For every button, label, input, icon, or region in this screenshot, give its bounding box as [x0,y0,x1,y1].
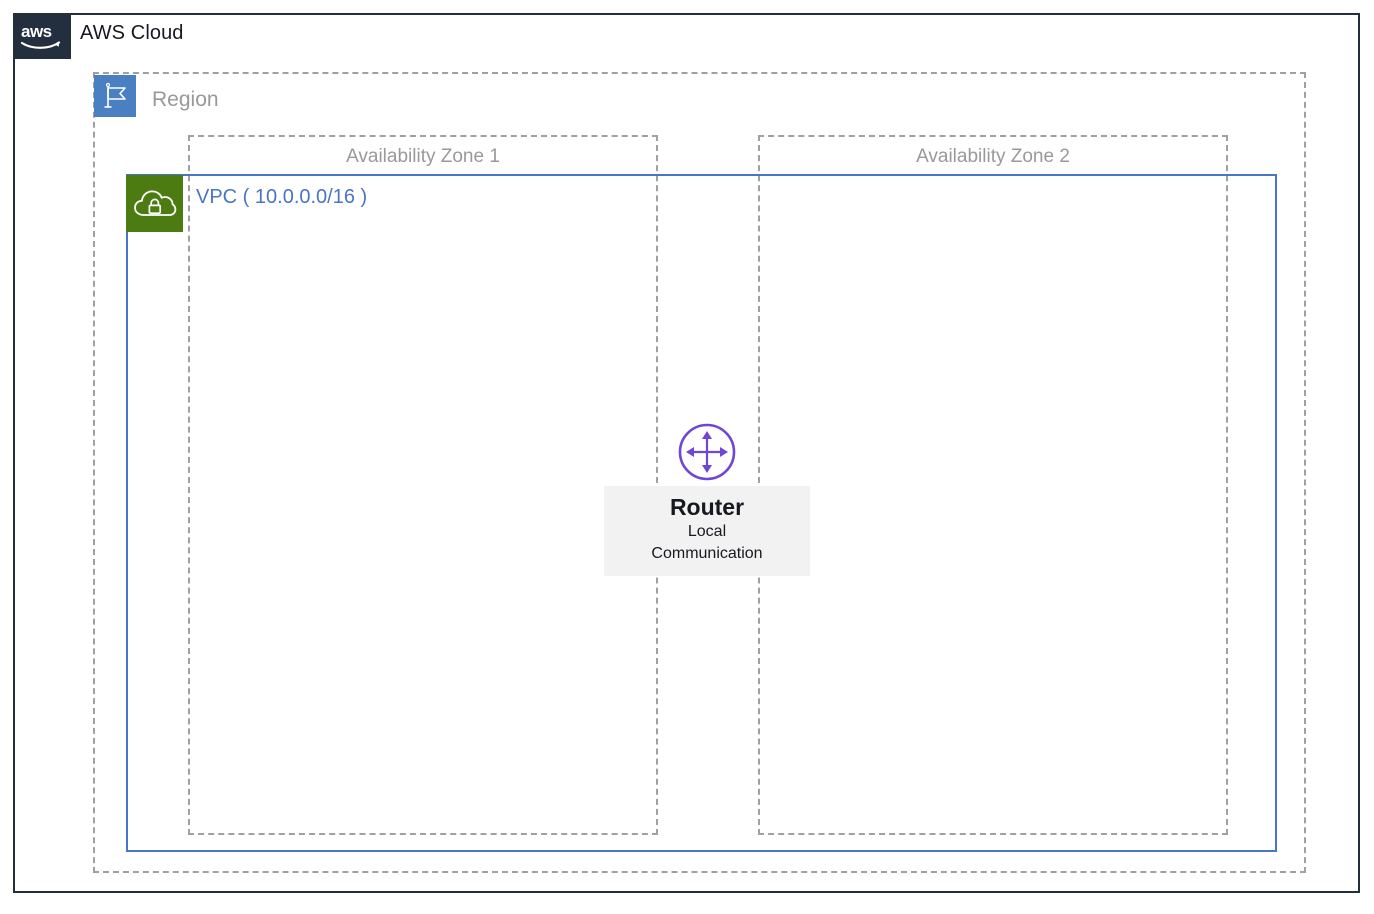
region-label: Region [152,88,219,111]
vpc-label: VPC ( 10.0.0.0/16 ) [196,186,368,208]
aws-cloud-label: AWS Cloud [80,22,184,44]
svg-text:aws: aws [21,22,52,41]
router-four-way-arrow-icon [677,422,737,482]
router-title: Router [669,494,745,520]
region-flag-icon [94,75,136,117]
availability-zone-2-label: Availability Zone 2 [916,146,1070,167]
aws-cloud-boundary [13,13,1360,893]
vpc-boundary [126,174,1277,852]
router-caption-box: Router Local Communication [604,486,810,576]
availability-zone-2-boundary [758,135,1228,835]
router-subtitle: Local Communication [651,523,763,562]
availability-zone-1-boundary [188,135,658,835]
availability-zone-1-label: Availability Zone 1 [346,146,500,167]
region-boundary [93,72,1306,873]
vpc-cloud-lock-icon [126,175,183,232]
aws-logo-icon: aws [13,13,71,59]
